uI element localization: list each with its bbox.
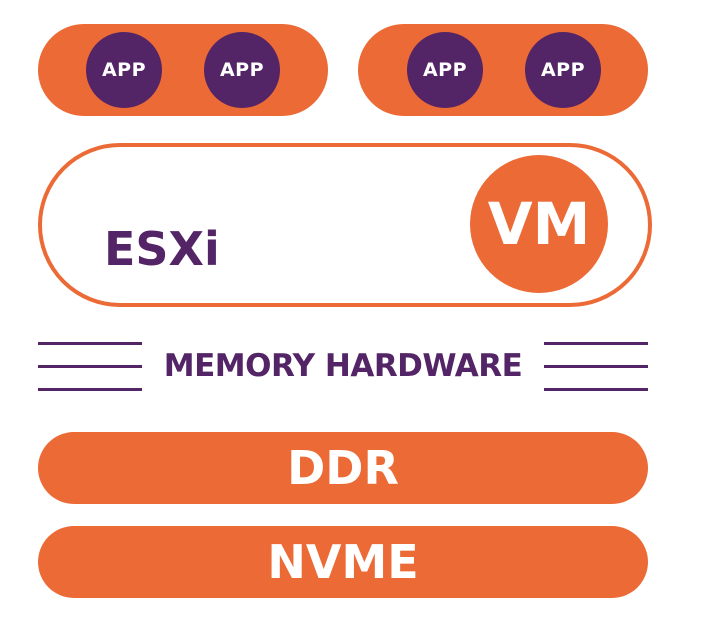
app-circle: APP (525, 32, 601, 108)
nvme-bar: NVME (38, 526, 648, 598)
app-group-left: APP APP (38, 24, 328, 116)
app-group-right: APP APP (358, 24, 648, 116)
esxi-layer: ESXi VM (38, 143, 652, 307)
nvme-label: NVME (267, 535, 419, 589)
memory-hardware-label: MEMORY HARDWARE (163, 348, 523, 384)
divider-line (544, 342, 648, 345)
memory-lines-right (544, 342, 648, 392)
memory-lines-left (38, 342, 142, 392)
divider-line (544, 365, 648, 368)
esxi-label: ESXi (104, 222, 220, 276)
vm-circle: VM (470, 155, 608, 293)
ddr-bar: DDR (38, 432, 648, 504)
ddr-label: DDR (287, 441, 399, 495)
app-circle: APP (86, 32, 162, 108)
divider-line (544, 388, 648, 391)
divider-line (38, 342, 142, 345)
divider-line (38, 365, 142, 368)
app-circle: APP (407, 32, 483, 108)
app-circle: APP (204, 32, 280, 108)
divider-line (38, 388, 142, 391)
